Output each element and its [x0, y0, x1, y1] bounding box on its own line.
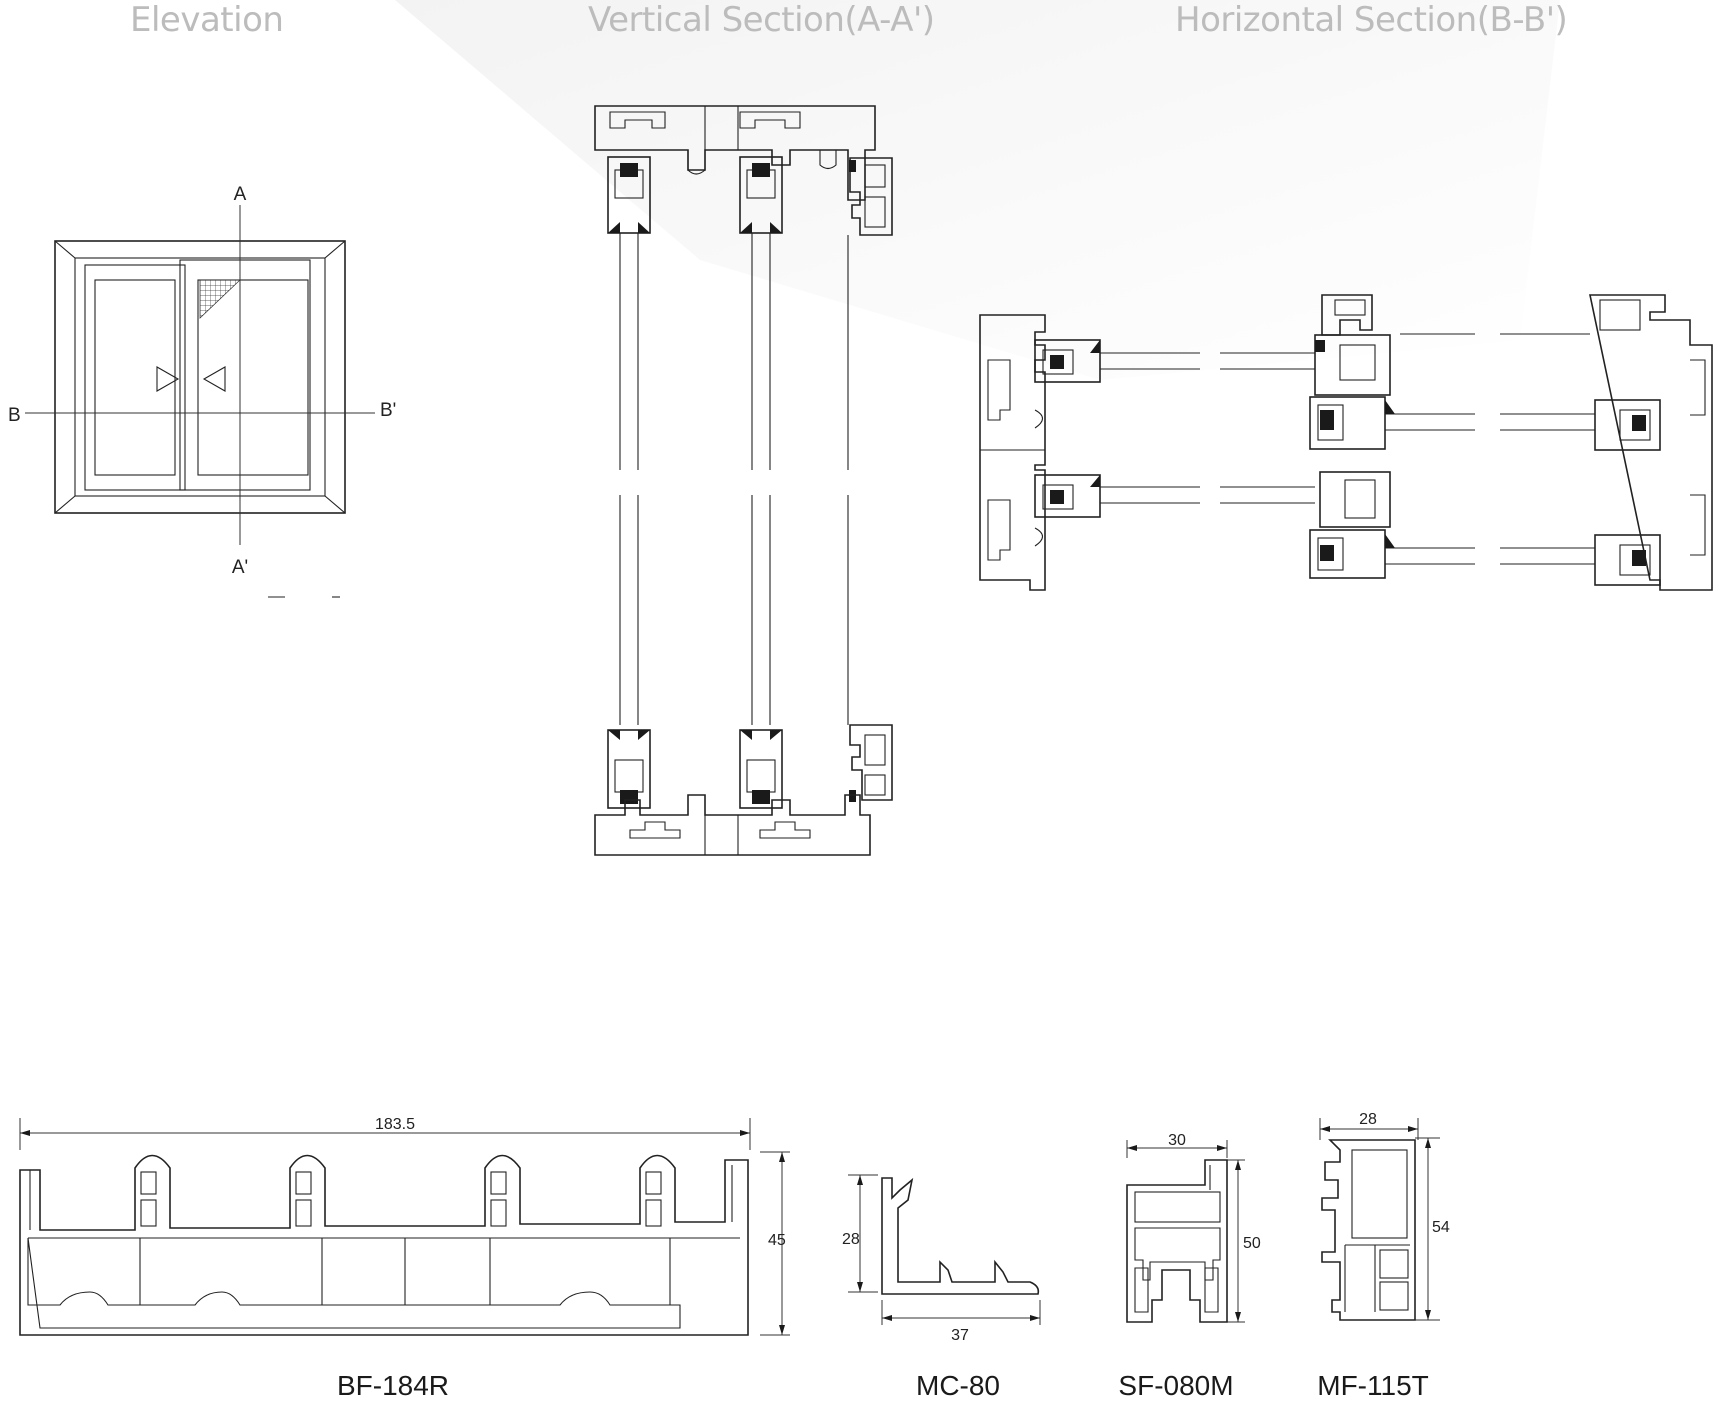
- heading-elevation: Elevation: [130, 0, 284, 40]
- mark-b-prime: B': [380, 400, 396, 421]
- dim-mc-width: 37: [951, 1327, 969, 1344]
- dim-sf-height: 50: [1243, 1235, 1261, 1252]
- mark-a-prime: A': [232, 557, 248, 578]
- profile-bf-184r: 183.5 45: [19, 1116, 790, 1336]
- dim-mf-width: 28: [1359, 1111, 1377, 1128]
- profile-sf-080m: 30 50: [1126, 1132, 1261, 1323]
- profile-mc-80: 28 37: [842, 1174, 1041, 1344]
- slide-arrow-right-icon: [156, 366, 180, 392]
- mark-b: B: [8, 405, 21, 426]
- dim-sf-width: 30: [1168, 1132, 1186, 1149]
- dim-bf-height: 45: [768, 1232, 786, 1249]
- dim-mc-height: 28: [842, 1231, 860, 1248]
- label-mc-80: MC-80: [915, 1370, 1001, 1401]
- heading-vertical-section: Vertical Section(A-A'): [588, 0, 935, 40]
- profile-mf-115t: 28 54: [1319, 1111, 1450, 1321]
- dim-bf-width: 183.5: [375, 1116, 415, 1133]
- label-sf-080m: SF-080M: [1118, 1370, 1234, 1401]
- dim-mf-height: 54: [1432, 1219, 1450, 1236]
- heading-horizontal-section: Horizontal Section(B-B'): [1175, 0, 1568, 40]
- label-mf-115t: MF-115T: [1317, 1370, 1429, 1401]
- mark-a: A: [234, 184, 247, 205]
- label-bf-184r: BF-184R: [336, 1370, 450, 1401]
- slide-arrow-left-icon: [202, 366, 226, 392]
